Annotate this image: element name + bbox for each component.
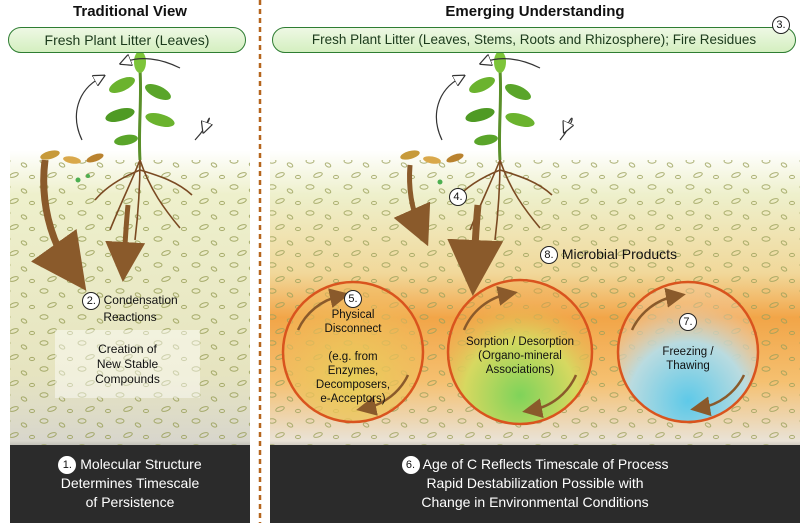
plant-icon [105, 51, 175, 161]
root-input-arrow [447, 204, 504, 296]
left-footer-line1: Molecular Structure [80, 456, 202, 472]
condensation-label: 2. Condensation Reactions [60, 292, 200, 325]
physical-line4: Enzymes, [327, 365, 379, 377]
leaf-icon [400, 150, 464, 185]
number-badge: 6. [401, 456, 420, 475]
left-footer-line2: Determines Timescale [60, 475, 200, 492]
number-badge: 3. [772, 16, 790, 34]
root-input-arrow [105, 204, 146, 282]
cycle-arrow-icon [435, 59, 572, 141]
freezing-label: 7. Freezing / Thawing [640, 313, 736, 373]
physical-line2: Disconnect [324, 323, 382, 335]
stable-line2: New Stable [96, 357, 159, 371]
number-badge: 5. [344, 290, 362, 308]
freezing-line2: Thawing [666, 360, 710, 372]
plant-icon [465, 51, 535, 161]
right-litter-text: Fresh Plant Litter (Leaves, Stems, Roots… [311, 32, 757, 47]
freezing-line1: Freezing / [662, 346, 714, 358]
stable-compounds-box [55, 330, 200, 398]
number-badge: 7. [679, 313, 697, 331]
physical-line6: e-Acceptors) [320, 393, 386, 405]
stable-compounds-label: Creation of New Stable Compounds [60, 342, 195, 387]
number-badge: 1. [58, 456, 77, 475]
left-litter-label: Fresh Plant Litter (Leaves) [8, 27, 246, 53]
microbial-products-label: 8. Microbial Products [540, 246, 678, 265]
number-badge: 8. [540, 246, 558, 265]
sorption-line2: (Organo-mineral [478, 350, 562, 362]
microbial-text: Microbial Products [561, 246, 678, 262]
root-icon [94, 159, 193, 241]
sorption-line3: Associations) [485, 364, 555, 376]
condensation-line1: Condensation [103, 293, 178, 308]
leaf-icon [40, 150, 104, 183]
right-footer-line1: Age of C Reflects Timescale of Process [422, 456, 669, 472]
physical-line3: (e.g. from [328, 351, 378, 363]
left-footer-band [10, 445, 250, 523]
condensation-line2: Reactions [103, 310, 157, 324]
left-footer-line3: of Persistence [85, 494, 175, 511]
stable-line3: Compounds [95, 372, 160, 386]
litter-input-arrow [393, 164, 431, 247]
right-footer-line3: Change in Environmental Conditions [421, 494, 649, 511]
right-footer-line2: Rapid Destabilization Possible with [426, 475, 644, 492]
cycle-arrow-icon [75, 59, 209, 141]
sorption-desorption-circle [446, 278, 594, 426]
physical-disconnect-label: 5. Physical Disconnect (e.g. from Enzyme… [303, 290, 403, 406]
left-panel-title: Traditional View [73, 3, 187, 20]
physical-line5: Decomposers, [315, 379, 391, 391]
right-litter-label: Fresh Plant Litter (Leaves, Stems, Roots… [272, 27, 796, 53]
stable-line1: Creation of [98, 342, 157, 356]
right-panel-title: Emerging Understanding [445, 3, 625, 20]
physical-disconnect-circle [281, 280, 425, 424]
right-footer-text: 6. Age of C Reflects Timescale of Proces… [270, 455, 800, 512]
left-footer-text: 1. Molecular Structure Determines Timesc… [10, 455, 250, 512]
number-badge: 2. [82, 292, 101, 310]
sorption-label: Sorption / Desorption (Organo-mineral As… [460, 335, 580, 377]
freezing-thawing-circle [616, 280, 760, 424]
number-badge: 4. [449, 188, 467, 206]
sorption-line1: Sorption / Desorption [465, 336, 575, 348]
decomposition-arrow [30, 159, 87, 291]
right-footer-band [270, 445, 800, 523]
physical-line1: Physical [331, 309, 375, 321]
